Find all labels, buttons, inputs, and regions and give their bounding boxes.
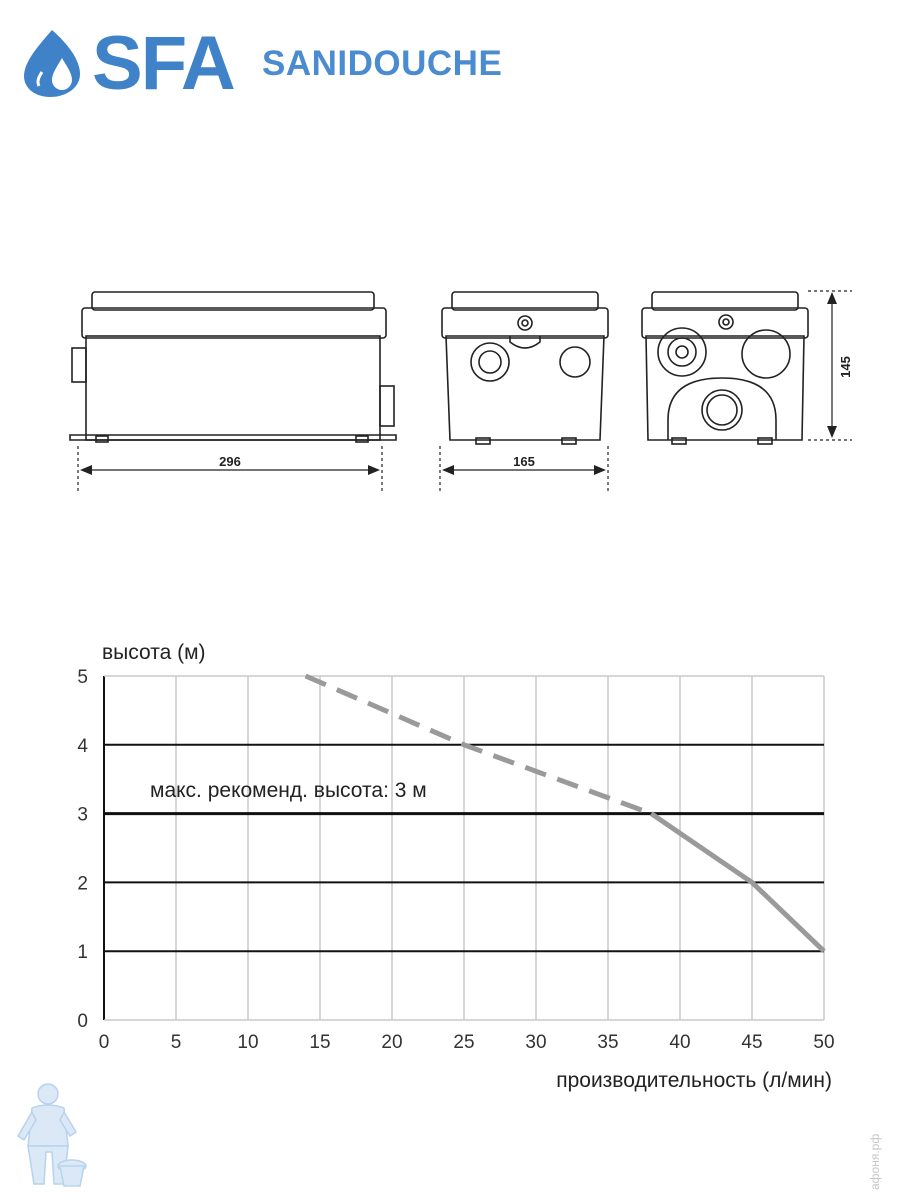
- dimension-width: 165: [513, 454, 535, 469]
- dimension-height: 145: [838, 356, 853, 378]
- x-tick-label-20: 20: [381, 1032, 402, 1053]
- y-tick-label-5: 5: [77, 667, 88, 688]
- front-view-drawing: [441, 291, 609, 445]
- max-height-annotation: макс. рекоменд. высота: 3 м: [150, 779, 427, 802]
- y-tick-label-4: 4: [77, 736, 88, 757]
- y-axis-label: высота (м): [102, 641, 206, 664]
- performance-curve-dashed: [304, 673, 653, 816]
- dimension-length: 296: [219, 454, 241, 469]
- product-name: SANIDOUCHE: [262, 44, 503, 83]
- x-tick-label-30: 30: [525, 1032, 546, 1053]
- x-tick-label-35: 35: [597, 1032, 618, 1053]
- x-tick-label-10: 10: [237, 1032, 258, 1053]
- plumber-mascot-icon: [16, 1083, 87, 1187]
- x-axis-label: производительность (л/мин): [556, 1069, 832, 1092]
- x-tick-label-40: 40: [669, 1032, 690, 1053]
- y-tick-label-0: 0: [77, 1011, 88, 1032]
- watermark: афоня.рф: [868, 1133, 882, 1190]
- brand-logo: SFA: [92, 21, 236, 106]
- x-tick-label-0: 0: [99, 1032, 110, 1053]
- x-tick-label-25: 25: [453, 1032, 474, 1053]
- x-tick-label-5: 5: [171, 1032, 182, 1053]
- side-view-drawing: [69, 291, 397, 443]
- rear-view-drawing: [641, 291, 809, 445]
- y-tick-label-3: 3: [77, 805, 88, 826]
- technical-drawings: 296 165 145: [69, 290, 853, 492]
- x-tick-label-45: 45: [741, 1032, 762, 1053]
- y-tick-label-2: 2: [77, 873, 88, 894]
- water-drop-logo-icon: [24, 30, 80, 97]
- y-tick-label-1: 1: [77, 942, 88, 963]
- x-tick-label-15: 15: [309, 1032, 330, 1053]
- x-tick-label-50: 50: [813, 1032, 834, 1053]
- performance-curve-solid: [649, 811, 826, 954]
